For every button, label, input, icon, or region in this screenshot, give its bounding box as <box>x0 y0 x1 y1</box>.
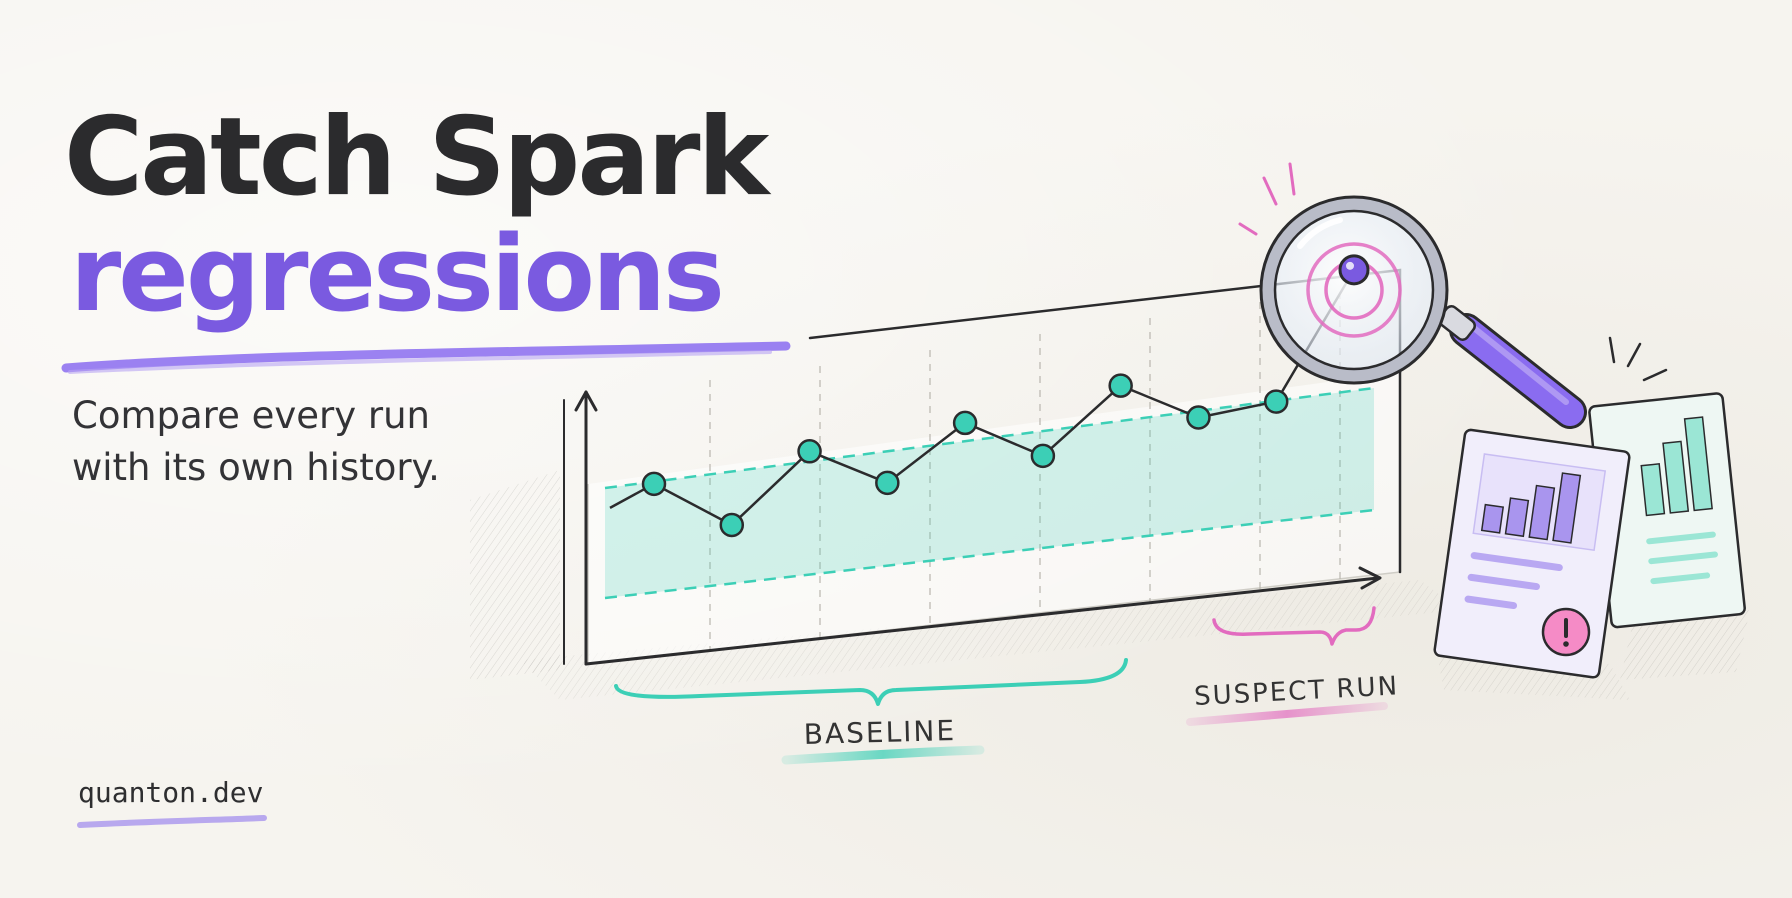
data-point <box>1108 373 1133 398</box>
data-point <box>875 470 900 496</box>
headline-underline <box>61 341 791 373</box>
data-point <box>1263 389 1289 414</box>
suspect-point-layer <box>1338 254 1370 286</box>
baseline-brace <box>614 658 1128 706</box>
headline-line-1: Catch Spark <box>64 95 769 220</box>
site-url[interactable]: quanton.dev <box>78 776 264 809</box>
band-upper-edge <box>604 386 1375 490</box>
suspect-brace <box>1212 606 1376 646</box>
data-point <box>719 512 745 538</box>
baseline-label: BASELINE <box>803 714 956 751</box>
headline-line-2: regressions <box>70 213 725 335</box>
baseline-band <box>605 388 1374 598</box>
magnifying-glass-icon <box>1238 162 1587 429</box>
chart-axes <box>563 370 1402 666</box>
data-series <box>609 269 1356 538</box>
subtitle: Compare every run with its own history. <box>72 390 592 494</box>
suspect-label-underline <box>1186 702 1388 726</box>
suspect-data-point <box>1338 254 1370 286</box>
band-lower-edge <box>604 508 1375 600</box>
subtitle-line-2: with its own history. <box>72 446 440 489</box>
data-point <box>797 439 822 464</box>
baseline-label-underline <box>781 745 985 765</box>
chart-shadow <box>470 470 560 680</box>
subtitle-line-1: Compare every run <box>72 394 431 437</box>
report-document-icon <box>1433 336 1750 700</box>
chart-grid <box>709 292 1341 650</box>
data-point <box>641 471 667 497</box>
data-point <box>1186 405 1211 430</box>
data-point <box>952 410 978 436</box>
suspect-point-highlight <box>1346 261 1354 270</box>
site-url-underline <box>77 815 267 828</box>
alert-icon <box>1541 607 1591 657</box>
data-point <box>1030 443 1056 469</box>
